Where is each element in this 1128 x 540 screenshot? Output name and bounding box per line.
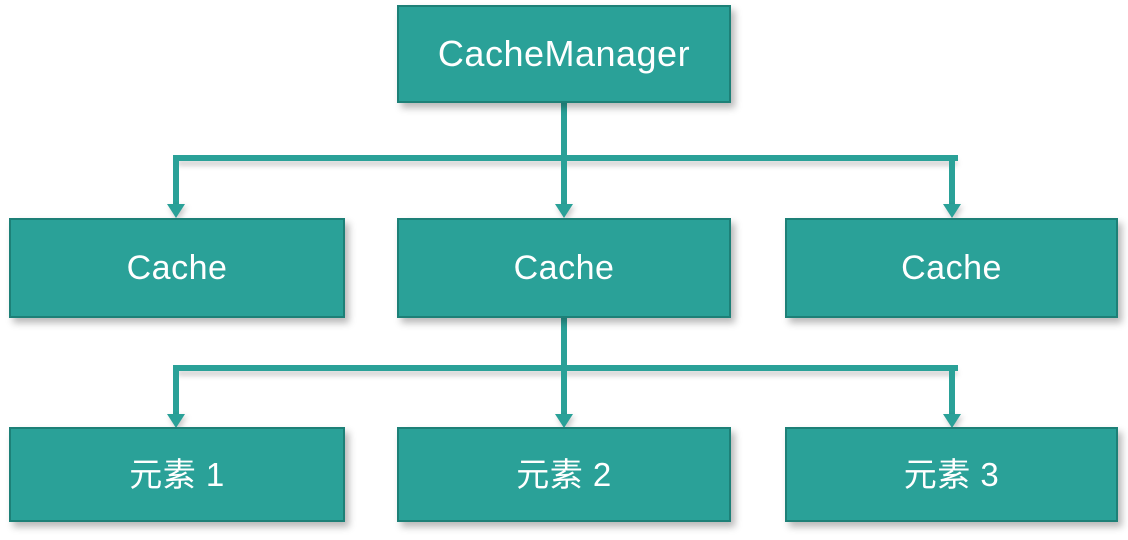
node-element-1[interactable]: 元素 1 (9, 427, 345, 522)
connector-drop-level1-left (173, 155, 179, 205)
node-label: Cache (126, 249, 228, 287)
connector-drop-level2-middle (561, 365, 567, 415)
node-cache-manager[interactable]: CacheManager (397, 5, 731, 103)
node-label: CacheManager (437, 33, 691, 74)
node-label: Cache (513, 249, 615, 287)
node-element-3[interactable]: 元素 3 (785, 427, 1118, 522)
arrowhead-level1-left (167, 204, 185, 218)
node-cache-3[interactable]: Cache (785, 218, 1118, 318)
node-cache-1[interactable]: Cache (9, 218, 345, 318)
connector-drop-level1-middle (561, 155, 567, 205)
arrowhead-level2-left (167, 414, 185, 428)
connector-bar-level1 (176, 155, 958, 161)
connector-stem-cache (561, 318, 567, 376)
node-label: 元素 2 (516, 456, 612, 493)
arrowhead-level2-right (943, 414, 961, 428)
connector-bar-level2 (176, 365, 958, 371)
arrowhead-level1-middle (555, 204, 573, 218)
arrowhead-level1-right (943, 204, 961, 218)
node-label: 元素 1 (129, 456, 225, 493)
node-cache-2[interactable]: Cache (397, 218, 731, 318)
node-label: Cache (901, 249, 1002, 287)
node-label: 元素 3 (903, 456, 1000, 493)
node-element-2[interactable]: 元素 2 (397, 427, 731, 522)
connector-drop-level2-right (949, 365, 955, 415)
connector-drop-level1-right (949, 155, 955, 205)
arrowhead-level2-middle (555, 414, 573, 428)
connector-stem-root (561, 103, 567, 161)
connector-drop-level2-left (173, 365, 179, 415)
